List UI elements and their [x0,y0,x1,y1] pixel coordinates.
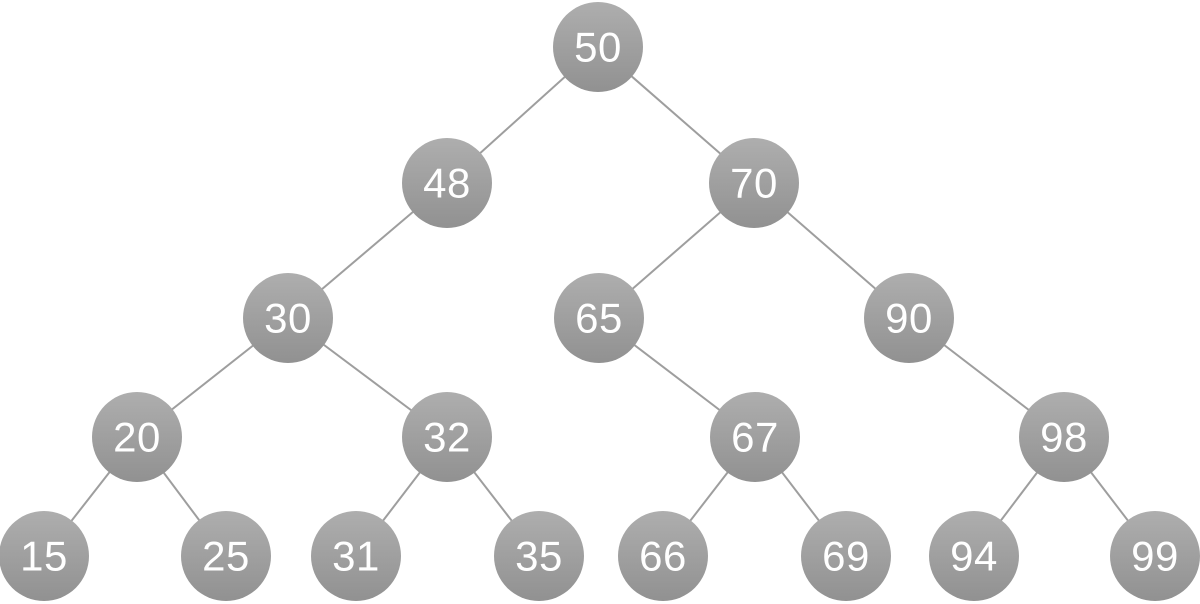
tree-node-31: 31 [311,511,401,601]
tree-node-65: 65 [554,273,644,363]
node-value: 67 [731,414,779,461]
node-value: 66 [639,533,687,580]
tree-node-90: 90 [864,273,954,363]
node-value: 90 [885,295,933,342]
tree-node-99: 99 [1110,511,1200,601]
node-value: 35 [515,533,563,580]
tree-node-69: 69 [801,511,891,601]
node-circle [553,2,643,92]
node-value: 30 [264,295,312,342]
node-circle [929,511,1019,601]
node-value: 70 [730,160,778,207]
node-value: 20 [113,414,161,461]
tree-node-35: 35 [494,511,584,601]
node-circle [554,273,644,363]
node-circle [311,511,401,601]
node-value: 15 [20,533,68,580]
node-circle [864,273,954,363]
node-value: 31 [332,533,380,580]
node-value: 65 [575,295,623,342]
tree-node-70: 70 [709,138,799,228]
tree-node-66: 66 [618,511,708,601]
node-circle [710,392,800,482]
tree-node-32: 32 [402,392,492,482]
node-circle [0,511,89,601]
tree-node-50: 50 [553,2,643,92]
tree-node-67: 67 [710,392,800,482]
node-value: 25 [202,533,250,580]
node-circle [801,511,891,601]
tree-node-20: 20 [92,392,182,482]
node-value: 32 [423,414,471,461]
tree-node-30: 30 [243,273,333,363]
tree-node-15: 15 [0,511,89,601]
node-circle [618,511,708,601]
tree-node-48: 48 [402,138,492,228]
tree-node-98: 98 [1019,392,1109,482]
node-value: 50 [574,24,622,71]
tree-node-25: 25 [181,511,271,601]
node-circle [181,511,271,601]
node-circle [92,392,182,482]
node-circle [1110,511,1200,601]
node-circle [494,511,584,601]
node-value: 48 [423,160,471,207]
node-circle [243,273,333,363]
node-value: 94 [950,533,998,580]
node-value: 99 [1131,533,1179,580]
node-circle [1019,392,1109,482]
node-value: 69 [822,533,870,580]
tree-node-94: 94 [929,511,1019,601]
node-circle [402,138,492,228]
node-value: 98 [1040,414,1088,461]
node-circle [402,392,492,482]
node-circle [709,138,799,228]
